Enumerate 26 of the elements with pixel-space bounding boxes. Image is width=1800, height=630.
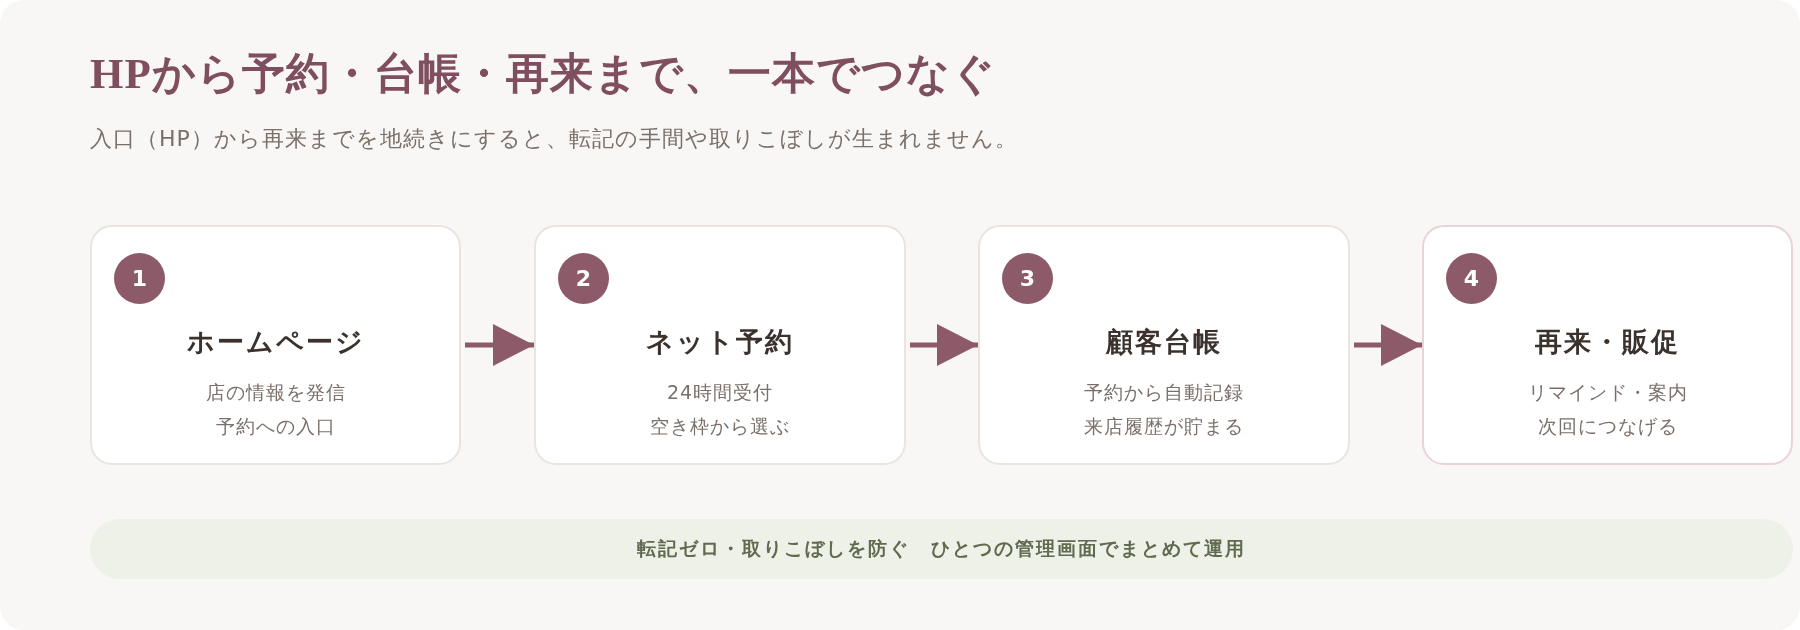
step-description: 来店履歴が貯まる	[1084, 414, 1244, 439]
arrow	[910, 324, 978, 366]
step-description: 予約への入口	[215, 414, 336, 439]
summary-bar: 転記ゼロ・取りこぼしを防ぐ ひとつの管理画面でまとめて運用	[90, 519, 1793, 579]
step-number: 4	[1446, 253, 1497, 304]
arrow	[465, 324, 534, 366]
step-card	[978, 225, 1350, 465]
step-number: 3	[1002, 253, 1053, 304]
step-description: 予約から自動記録	[1084, 380, 1244, 405]
step-description: 空き枠から選ぶ	[650, 414, 790, 439]
step-title: 再来・販促	[1535, 325, 1680, 359]
step-card	[1422, 225, 1793, 465]
step-number: 1	[114, 253, 165, 304]
step-number: 2	[558, 253, 609, 304]
step-description: リマインド・案内	[1527, 380, 1688, 405]
step-description: 次回につなげる	[1537, 414, 1678, 439]
step-card	[534, 225, 906, 465]
title: HPから予約・台帳・再来まで、一本でつなぐ	[90, 49, 996, 99]
step-title: ネット予約	[646, 325, 794, 359]
step-description: 24時間受付	[666, 380, 774, 405]
step-description: 店の情報を発信	[205, 380, 346, 405]
step-title: 顧客台帳	[1106, 325, 1222, 359]
step-title: ホームページ	[186, 325, 365, 359]
subtitle: 入口（HP）から再来までを地続きにすると、転記の手間や取りこぼしが生まれません。	[90, 125, 1018, 153]
arrow	[1354, 324, 1422, 366]
step-card	[90, 225, 461, 465]
